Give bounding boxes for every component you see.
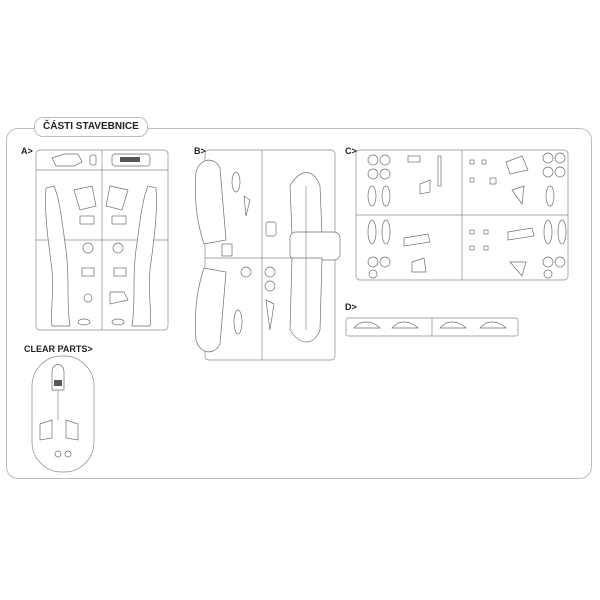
sprue-c-parts: [367, 152, 567, 279]
sprue-d-parts: [353, 321, 507, 329]
clear-parts-label: CLEAR PARTS>: [24, 344, 93, 354]
sprue-a-parts: [45, 153, 157, 327]
clear-parts: [39, 364, 79, 458]
sprue-b-label: B>: [194, 146, 206, 156]
page-title: ČÁSTI STAVEBNICE: [34, 117, 148, 137]
sprue-c-frame: [355, 149, 569, 281]
clear-parts-frame: [31, 355, 95, 473]
sprue-d-frame: [345, 317, 519, 337]
sprue-b-parts: [194, 159, 341, 353]
sprue-d-label: D>: [345, 302, 357, 312]
sprue-c-label: C>: [345, 146, 357, 156]
sprue-a-label: A>: [21, 146, 33, 156]
sprue-diagram-frame: [6, 128, 592, 479]
